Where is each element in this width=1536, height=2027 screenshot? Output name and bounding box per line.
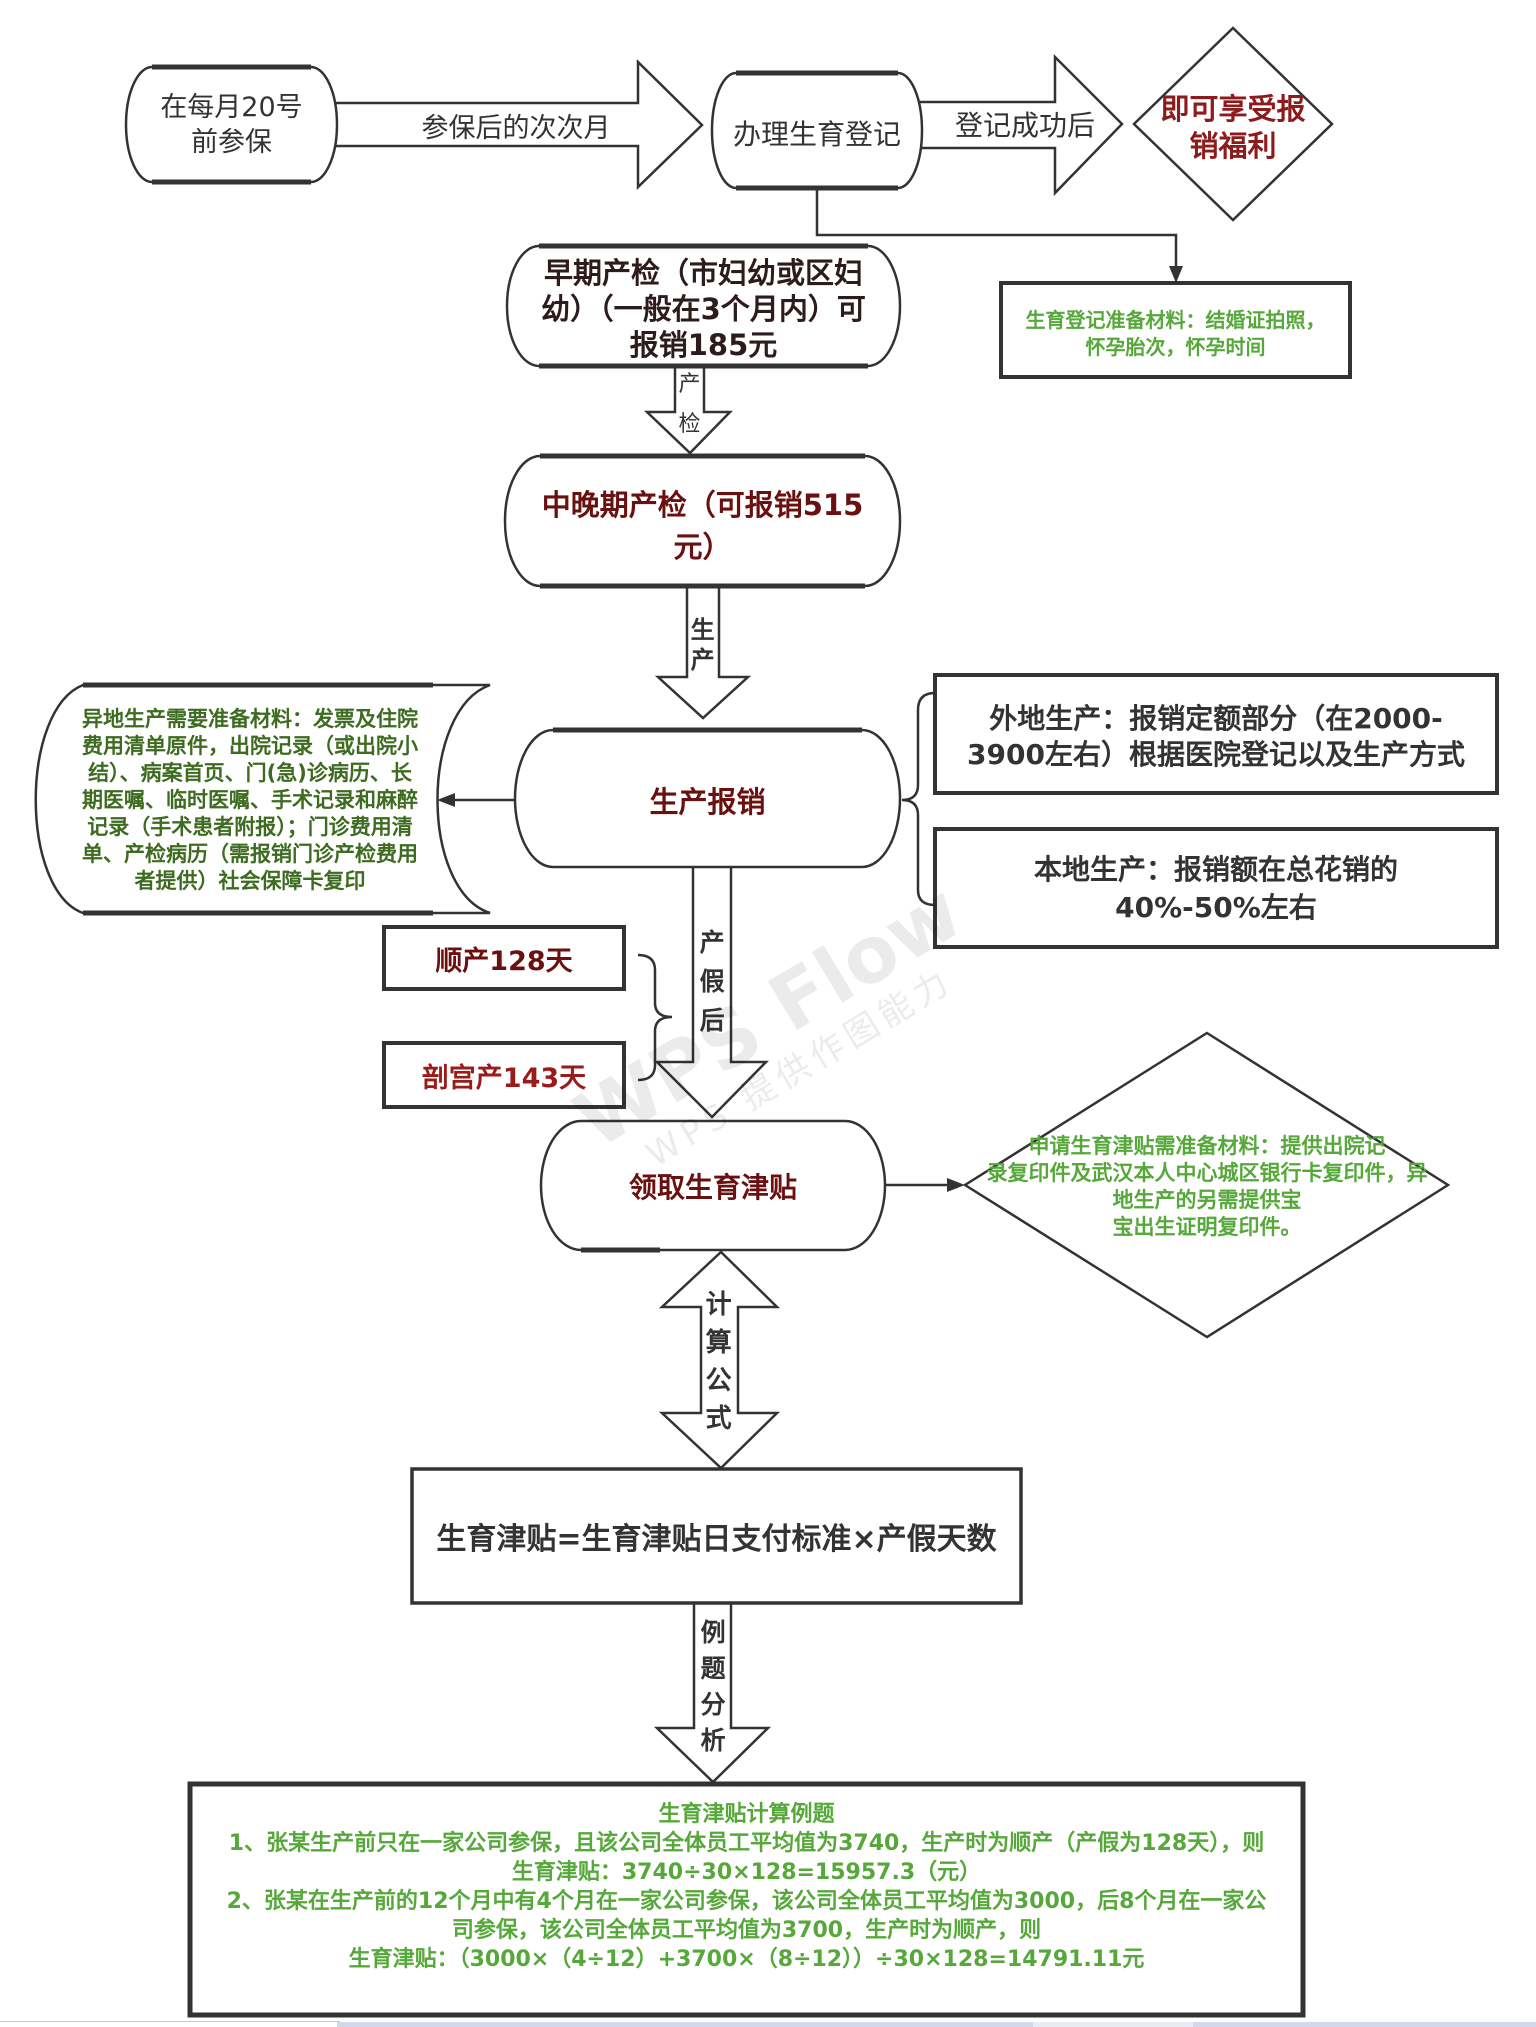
node-benefit-line: 销福利 xyxy=(1189,128,1277,163)
local-birth-line: 本地生产：报销额在总花销的 xyxy=(1033,853,1398,886)
arrow-example-label: 例题分析 xyxy=(700,1618,726,1755)
arrowhead-left-icon xyxy=(437,793,455,807)
early-checkup-line: 早期产检（市妇幼或区妇 xyxy=(543,256,863,290)
example-line: 生育津贴：（3000×（4÷12）+3700×（8÷12））÷30×128=14… xyxy=(348,1947,1145,1972)
example-title: 生育津贴计算例题 xyxy=(658,1802,835,1827)
arrow-register-to-benefit xyxy=(913,53,1124,197)
node-example xyxy=(187,1781,1306,2018)
node-out-of-town-materials xyxy=(34,683,491,915)
out-of-town-materials-line: 期医嘱、临时医嘱、手术记录和麻醉 xyxy=(82,787,418,812)
arrow-after-leave-label: 产假后 xyxy=(699,928,725,1035)
node-start-line: 前参保 xyxy=(191,126,272,158)
arrow-formula-label: 计算公式 xyxy=(705,1290,732,1434)
node-start-line: 在每月20号 xyxy=(160,91,303,123)
node-cesarean-birth xyxy=(382,1041,626,1109)
node-allowance xyxy=(539,1119,887,1252)
node-natural-birth xyxy=(382,925,626,991)
arrow-enroll-to-register xyxy=(328,59,704,190)
materials-line: 生育登记准备材料：结婚证拍照， xyxy=(1025,308,1326,332)
arrow-birth-label: 生产 xyxy=(690,616,715,674)
materials-line: 怀孕胎次，怀孕时间 xyxy=(1085,335,1266,359)
allowance-materials-line: 地生产的另需提供宝 xyxy=(1112,1188,1302,1212)
node-local-birth xyxy=(933,827,1499,949)
node-birth-reimbursement-text: 生产报销 xyxy=(649,784,766,819)
example-line: 2、张某在生产前的12个月中有4个月在一家公司参保，该公司全体员工平均值为300… xyxy=(226,1889,1267,1914)
arrow-birth xyxy=(654,578,752,720)
early-checkup-line: 报销185元 xyxy=(629,328,778,362)
late-checkup-line: 中晚期产检（可报销515 xyxy=(541,488,864,522)
node-out-of-town-materials-text: 异地生产需要准备材料：发票及住院 费用清单原件，出院记录（或出院小 结）、病案首… xyxy=(35,686,465,914)
arrow-example xyxy=(653,1596,772,1784)
node-cesarean-birth-text: 剖宫产143天 xyxy=(421,1062,587,1094)
node-benefit-text: 即可享受报 销福利 xyxy=(1134,85,1332,170)
bottom-scroll-thumb[interactable] xyxy=(1033,2022,1193,2027)
out-of-town-materials-line: 记录（手术患者附报）；门诊费用清 xyxy=(87,814,413,839)
out-of-town-materials-line: 结）、病案首页、门(急)诊病历、长 xyxy=(88,760,412,785)
node-out-of-town-birth xyxy=(933,673,1499,795)
node-start-text: 在每月20号 前参保 xyxy=(126,67,337,182)
late-checkup-line: 元） xyxy=(673,530,732,564)
arrow-checkup-label: 产检 xyxy=(678,372,701,437)
local-birth-line: 40%-50%左右 xyxy=(1115,891,1317,924)
brace-leave-options xyxy=(637,953,673,1082)
node-natural-birth-text: 顺产128天 xyxy=(435,945,573,977)
node-register-text: 办理生育登记 xyxy=(732,117,901,151)
node-out-of-town-birth-text: 外地生产：报销定额部分（在2000- 3900左右）根据医院登记以及生产方式 xyxy=(935,678,1497,796)
out-of-town-materials-line: 单、产检病历（需报销门诊产检费用 xyxy=(82,841,418,866)
out-of-town-birth-line: 3900左右）根据医院登记以及生产方式 xyxy=(967,738,1465,771)
bottom-scroll-track[interactable] xyxy=(337,2022,1536,2027)
arrowhead-right-icon xyxy=(947,1178,965,1192)
bottom-divider xyxy=(0,2021,340,2022)
out-of-town-materials-line: 者提供）社会保障卡复印 xyxy=(134,868,366,893)
node-registration-materials-text: 生育登记准备材料：结婚证拍照， 怀孕胎次，怀孕时间 xyxy=(1001,287,1350,381)
node-formula xyxy=(410,1467,1023,1605)
out-of-town-birth-line: 外地生产：报销定额部分（在2000- xyxy=(989,702,1443,735)
node-allowance-materials-text: 申请生育津贴需准备材料：提供出院记 录复印件及武汉本人中心城区银行卡复印件，异 … xyxy=(957,1133,1457,1241)
node-allowance-text: 领取生育津贴 xyxy=(628,1170,797,1204)
example-line: 司参保，该公司全体员工平均值为3700，生产时为顺产，则 xyxy=(451,1918,1042,1943)
node-benefit-diamond xyxy=(1132,26,1334,222)
example-line: 1、张某生产前只在一家公司参保，且该公司全体员工平均值为3740，生产时为顺产（… xyxy=(228,1831,1265,1856)
example-line: 生育津贴：3740÷30×128=15957.3（元） xyxy=(511,1860,982,1885)
arrow-checkup xyxy=(643,358,733,455)
allowance-materials-line: 宝出生证明复印件。 xyxy=(1112,1215,1302,1239)
brace-birth-options xyxy=(901,691,936,907)
allowance-materials-line: 申请生育津贴需准备材料：提供出院记 xyxy=(1028,1134,1386,1158)
connector-register-to-materials xyxy=(815,188,1178,268)
arrow-enroll-label: 参保后的次次月 xyxy=(421,112,611,144)
node-benefit-line: 即可享受报 xyxy=(1160,91,1306,126)
out-of-town-materials-line: 异地生产需要准备材料：发票及住院 xyxy=(82,706,418,731)
arrow-register-label: 登记成功后 xyxy=(954,109,1095,142)
node-allowance-materials-diamond xyxy=(962,1031,1451,1339)
allowance-materials-line: 录复印件及武汉本人中心城区银行卡复印件，异 xyxy=(986,1161,1428,1185)
node-birth-reimbursement xyxy=(513,728,902,869)
node-registration-materials xyxy=(999,281,1352,379)
arrowhead-down-icon xyxy=(1169,266,1183,283)
node-early-checkup-text: 早期产检（市妇幼或区妇 幼）（一般在3个月内）可 报销185元 xyxy=(507,249,900,369)
node-example-text: 生育津贴计算例题 1、张某生产前只在一家公司参保，且该公司全体员工平均值为374… xyxy=(190,1800,1303,1974)
node-local-birth-text: 本地生产：报销额在总花销的 40%-50%左右 xyxy=(935,830,1497,948)
out-of-town-materials-line: 费用清单原件，出院记录（或出院小 xyxy=(82,733,418,758)
arrow-after-leave xyxy=(653,858,769,1119)
node-formula-text: 生育津贴=生育津贴日支付标准×产假天数 xyxy=(436,1522,997,1557)
node-late-checkup-text: 中晚期产检（可报销515 元） xyxy=(505,461,900,591)
early-checkup-line: 幼）（一般在3个月内）可 xyxy=(541,292,866,326)
